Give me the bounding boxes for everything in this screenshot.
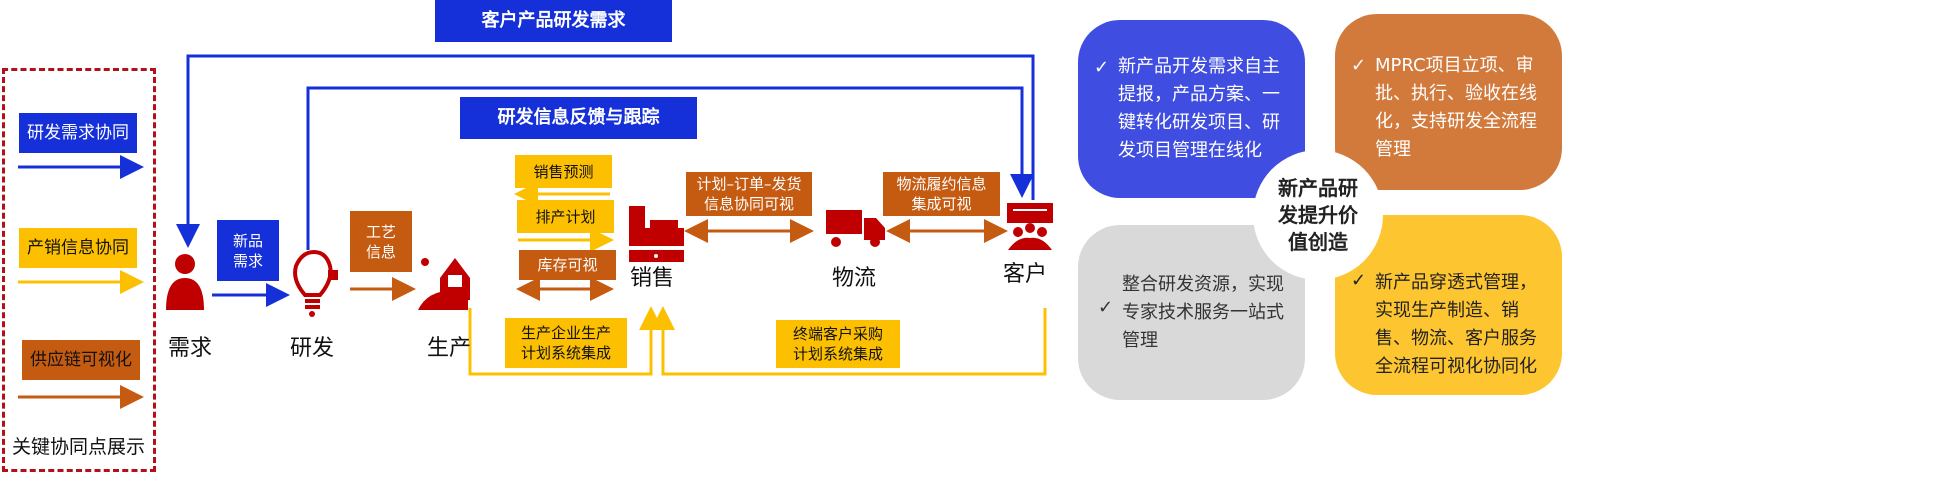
label-end-customer-procurement: 终端客户采购 计划系统集成 (776, 320, 900, 368)
value-center-title: 新产品研 发提升价 值创造 (1253, 150, 1383, 280)
node-rd-label: 研发 (290, 336, 335, 361)
arrow-customer-to-sales (651, 306, 1047, 376)
top-flow-title: 客户产品研发需求 (435, 0, 672, 42)
check-icon: ✓ (1098, 297, 1114, 318)
legend-caption: 关键协同点展示 (12, 436, 146, 458)
node-production-label: 生产 (427, 336, 472, 361)
label-scheduling-plan: 排产计划 (517, 200, 614, 233)
node-logistics-label: 物流 (832, 266, 877, 291)
value-panel-demand: ✓ 新产品开发需求自主提报，产品方案、一键转化研发项目、研发项目管理在线化 (1078, 20, 1305, 198)
node-demand-label: 需求 (168, 336, 213, 361)
legend-supply-chain: 供应链可视化 (22, 340, 140, 380)
legend-rd-demand: 研发需求协同 (19, 113, 137, 153)
value-panel-text: MPRC项目立项、审批、执行、验收在线化，支持研发全流程管理 (1375, 55, 1537, 160)
label-plan-order-ship: 计划–订单–发货 信息协同可视 (686, 172, 812, 216)
value-panel-mprc: ✓ MPRC项目立项、审批、执行、验收在线化，支持研发全流程管理 (1335, 14, 1562, 190)
legend-production-sales: 产销信息协同 (19, 228, 137, 268)
value-panel-text: 整合研发资源，实现专家技术服务一站式管理 (1122, 273, 1284, 351)
cash-register-icon (629, 206, 684, 262)
label-new-product-demand: 新品 需求 (217, 220, 279, 281)
arrow-customer-to-demand (176, 54, 1035, 248)
label-producer-plan-integration: 生产企业生产 计划系统集成 (505, 318, 627, 368)
customer-group-icon (1007, 203, 1053, 250)
arrow-rd-to-customer (306, 86, 1034, 250)
node-customer-label: 客户 (1003, 262, 1048, 287)
label-process-info: 工艺 信息 (350, 211, 412, 272)
arrow-production-to-sales (468, 306, 663, 376)
truck-icon (826, 210, 885, 247)
barn-icon (418, 258, 470, 310)
check-icon: ✓ (1094, 57, 1110, 78)
label-inventory-visible: 库存可视 (519, 250, 616, 280)
node-sales-label: 销售 (630, 266, 675, 291)
legend-panel (2, 68, 156, 472)
lightbulb-icon (293, 249, 338, 317)
check-icon: ✓ (1351, 270, 1367, 291)
value-panel-text: 新产品开发需求自主提报，产品方案、一键转化研发项目、研发项目管理在线化 (1118, 56, 1280, 161)
check-icon: ✓ (1351, 55, 1367, 76)
label-logistics-fulfillment: 物流履约信息 集成可视 (883, 172, 1000, 216)
value-panel-text: 新产品穿透式管理，实现生产制造、销售、物流、客户服务全流程可视化协同化 (1375, 272, 1537, 377)
person-icon (166, 254, 204, 310)
feedback-flow-title: 研发信息反馈与跟踪 (460, 97, 697, 139)
label-sales-forecast: 销售预测 (515, 155, 612, 188)
